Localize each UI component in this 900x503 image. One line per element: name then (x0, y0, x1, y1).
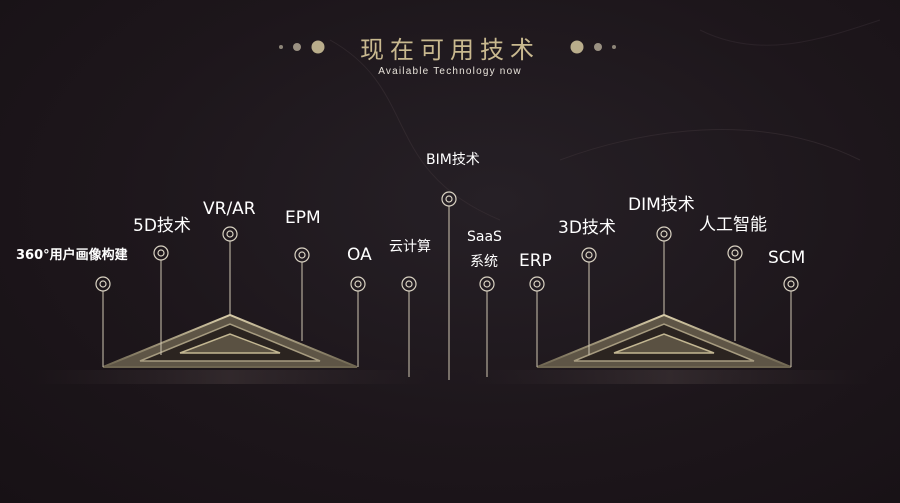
tech-label-erp: ERP (519, 251, 552, 271)
header-dots-right (570, 40, 616, 54)
page-title: 现在可用技术 (360, 36, 540, 64)
ring-marker-icon (294, 247, 310, 263)
ring-marker-icon (479, 276, 495, 292)
tech-label-5d: 5D技术 (133, 216, 191, 236)
ring-marker-icon (727, 245, 743, 261)
floor-glow-right (470, 370, 870, 384)
page-subtitle: Available Technology now (378, 66, 522, 77)
ring-marker-icon (783, 276, 799, 292)
ring-marker-icon (529, 276, 545, 292)
tech-label-dim: DIM技术 (628, 195, 695, 215)
swoosh-line (559, 129, 861, 161)
tech-label-bim: BIM技术 (426, 152, 480, 168)
ring-marker-icon (222, 226, 238, 242)
tech-label-system: 系统 (470, 254, 498, 270)
swoosh-line (699, 19, 881, 46)
pyramid-left (102, 313, 358, 368)
ring-marker-icon (350, 276, 366, 292)
floor-glow-left (30, 370, 430, 384)
tech-label-ai: 人工智能 (699, 215, 767, 235)
tech-label-epm: EPM (285, 208, 321, 228)
ring-marker-icon (581, 247, 597, 263)
header-dots-left (279, 40, 325, 54)
tech-label-vr-ar: VR/AR (203, 199, 256, 219)
ring-marker-icon (656, 226, 672, 242)
tech-label-cloud: 云计算 (389, 239, 431, 255)
tech-label-oa: OA (347, 245, 372, 265)
pyramid-right (536, 313, 792, 368)
tech-label-scm: SCM (768, 248, 806, 268)
ring-marker-icon (401, 276, 417, 292)
ring-marker-icon (153, 245, 169, 261)
tech-label-user-profile: 360°用户画像构建 (16, 248, 128, 263)
swoosh-line (329, 39, 501, 221)
tech-label-saas: SaaS (467, 229, 502, 245)
tech-label-3d: 3D技术 (558, 218, 616, 238)
ring-marker-icon (95, 276, 111, 292)
marker-stems (102, 206, 792, 380)
ring-marker-icon (441, 191, 457, 207)
ring-markers (95, 191, 799, 292)
